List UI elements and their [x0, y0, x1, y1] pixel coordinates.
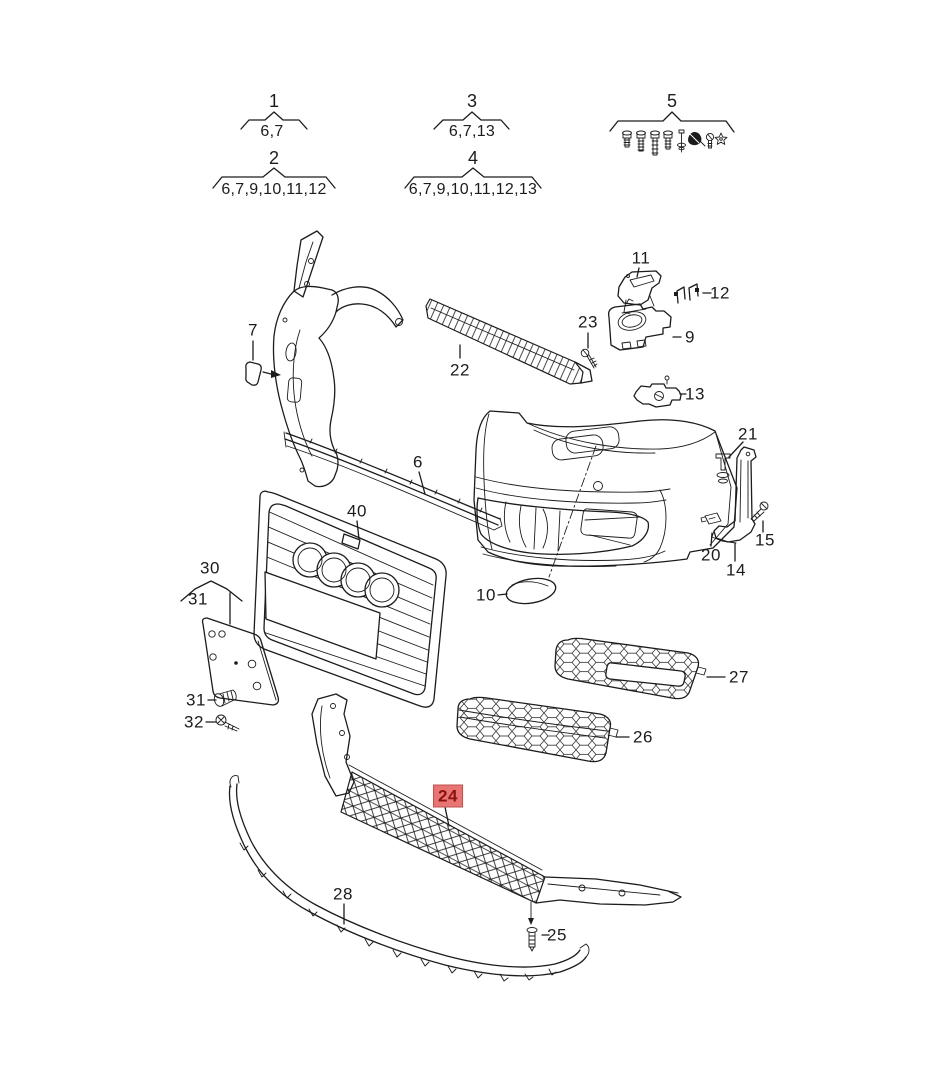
part-20-clip-art	[700, 512, 722, 525]
part-9-bracket-art	[607, 298, 672, 351]
reference-bracket-1	[240, 111, 308, 130]
part-callout-7[interactable]: 7	[248, 320, 258, 340]
reference-bracket-5	[609, 111, 735, 133]
part-31-rivet-art	[213, 689, 237, 707]
ref-group-1-parts: 6,7	[260, 123, 284, 140]
ref-group-3-number[interactable]: 3	[466, 91, 478, 111]
ref-group-3-parts: 6,7,13	[448, 123, 496, 140]
part-callout-31-group[interactable]: 31	[188, 589, 208, 609]
reference-bracket-4	[404, 167, 542, 189]
part-30-plate-bracket-art	[201, 617, 280, 706]
part-24-support-art	[311, 693, 682, 906]
part-callout-22[interactable]: 22	[450, 360, 470, 380]
part-23-screw-art	[580, 348, 598, 369]
part-callout-23[interactable]: 23	[578, 312, 598, 332]
part-22-strip-art	[425, 298, 593, 385]
part-7-cap-art	[245, 361, 281, 386]
part-callout-12[interactable]: 12	[710, 283, 730, 303]
part-32-screw-art	[215, 714, 240, 732]
ref-group-4-parts: 6,7,9,10,11,12,13	[408, 181, 538, 198]
part-callout-31[interactable]: 31	[186, 690, 206, 710]
part-callout-15[interactable]: 15	[755, 530, 775, 550]
ref-group-2-number[interactable]: 2	[268, 148, 280, 168]
part-6-strip-art	[283, 431, 503, 531]
part-callout-40[interactable]: 40	[347, 501, 367, 521]
ref-group-4-number[interactable]: 4	[467, 148, 479, 168]
part-callout-11[interactable]: 11	[631, 248, 651, 268]
part-40-grille-art	[253, 490, 447, 708]
part-callout-9[interactable]: 9	[685, 327, 695, 347]
fastener-kit-icons	[622, 129, 728, 156]
part-callout-10[interactable]: 10	[476, 585, 496, 605]
part-callout-25[interactable]: 25	[547, 925, 567, 945]
part-callout-32[interactable]: 32	[184, 712, 204, 732]
reference-bracket-3	[433, 111, 510, 130]
part-11-bracket-art	[617, 270, 662, 315]
part-callout-26[interactable]: 26	[633, 727, 653, 747]
part-26-grille-art	[456, 696, 619, 763]
part-callout-14[interactable]: 14	[726, 560, 746, 580]
part-27-grille-art	[554, 637, 707, 700]
part-callout-24[interactable]: 24	[433, 784, 463, 808]
leader-lines	[180, 267, 764, 936]
part-7-bracket-art	[272, 230, 404, 488]
ref-group-5-number[interactable]: 5	[666, 91, 678, 111]
ref-group-2-parts: 6,7,9,10,11,12	[221, 181, 327, 198]
part-13-bracket-art	[633, 375, 682, 408]
reference-bracket-2	[212, 167, 336, 189]
part-callout-27[interactable]: 27	[729, 667, 749, 687]
part-callout-28[interactable]: 28	[333, 884, 353, 904]
part-12-clips-art	[674, 283, 699, 304]
part-28-spoiler-art	[228, 775, 590, 982]
part-14-bracket-art	[711, 446, 757, 544]
part-25-screw-art	[526, 901, 538, 952]
part-callout-6[interactable]: 6	[413, 452, 423, 472]
part-callout-20[interactable]: 20	[701, 545, 721, 565]
part-callout-30[interactable]: 30	[200, 558, 220, 578]
bumper-cover-art	[473, 410, 738, 578]
ref-group-1-number[interactable]: 1	[268, 91, 280, 111]
part-15-screw-art	[750, 501, 769, 522]
part-callout-13[interactable]: 13	[685, 384, 705, 404]
part-callout-21[interactable]: 21	[738, 424, 758, 444]
part-10-cap-art	[505, 577, 557, 605]
